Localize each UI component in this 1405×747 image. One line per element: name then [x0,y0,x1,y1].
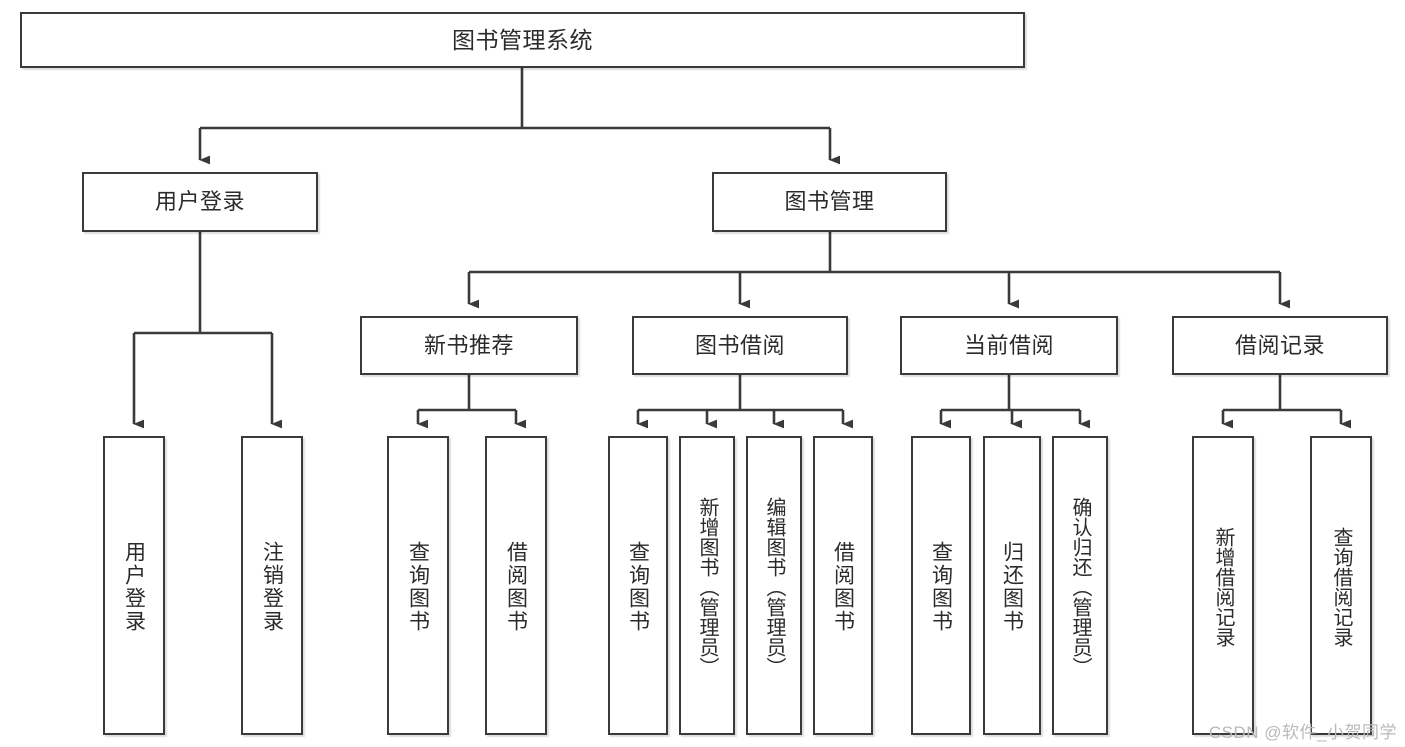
node-label-leaf-query-book-3: 查询图书 [929,540,953,633]
node-label-leaf-edit-book-admin: 编辑图书（管理员） [763,496,785,677]
node-label-leaf-logout-login: 注销登录 [260,540,284,633]
node-label-leaf-return-book: 归还图书 [1000,540,1024,633]
node-label-book-borrowing: 图书借阅 [694,332,785,358]
node-leaf-query-book-2[interactable]: 查询图书 [608,436,668,735]
node-label-leaf-query-book-2: 查询图书 [626,540,650,633]
node-current-borrowing[interactable]: 当前借阅 [900,316,1118,375]
node-leaf-add-book-admin[interactable]: 新增图书（管理员） [679,436,735,735]
node-leaf-add-borrow-record[interactable]: 新增借阅记录 [1192,436,1254,735]
node-label-leaf-query-book-1: 查询图书 [406,540,430,633]
node-leaf-confirm-return[interactable]: 确认归还（管理员） [1052,436,1108,735]
node-user-login[interactable]: 用户登录 [82,172,318,232]
node-new-book-recommendation[interactable]: 新书推荐 [360,316,578,375]
node-label-leaf-confirm-return: 确认归还（管理员） [1069,496,1091,677]
node-leaf-return-book[interactable]: 归还图书 [983,436,1041,735]
node-label-leaf-query-borrow-record: 查询借阅记录 [1330,526,1352,647]
node-label-leaf-user-login: 用户登录 [122,540,146,633]
node-book-management-system[interactable]: 图书管理系统 [20,12,1025,68]
node-leaf-query-book-1[interactable]: 查询图书 [387,436,449,735]
node-label-current-borrowing: 当前借阅 [963,332,1054,358]
node-leaf-query-book-3[interactable]: 查询图书 [911,436,971,735]
node-book-management[interactable]: 图书管理 [712,172,947,232]
node-book-borrowing[interactable]: 图书借阅 [632,316,848,375]
node-label-borrowing-records: 借阅记录 [1234,332,1325,358]
node-label-leaf-add-book-admin: 新增图书（管理员） [696,496,718,677]
node-label-leaf-borrow-book-2: 借阅图书 [831,540,855,633]
node-leaf-edit-book-admin[interactable]: 编辑图书（管理员） [746,436,802,735]
node-label-root: 图书管理系统 [452,26,593,53]
node-label-user-login: 用户登录 [154,189,245,215]
node-label-book-management: 图书管理 [784,189,875,215]
node-label-leaf-borrow-book-1: 借阅图书 [504,540,528,633]
node-borrowing-records[interactable]: 借阅记录 [1172,316,1388,375]
node-leaf-borrow-book-2[interactable]: 借阅图书 [813,436,873,735]
node-leaf-user-login[interactable]: 用户登录 [103,436,165,735]
node-label-new-book-recommendation: 新书推荐 [423,332,514,358]
node-leaf-query-borrow-record[interactable]: 查询借阅记录 [1310,436,1372,735]
node-label-leaf-add-borrow-record: 新增借阅记录 [1212,526,1234,647]
node-leaf-borrow-book-1[interactable]: 借阅图书 [485,436,547,735]
node-leaf-logout-login[interactable]: 注销登录 [241,436,303,735]
